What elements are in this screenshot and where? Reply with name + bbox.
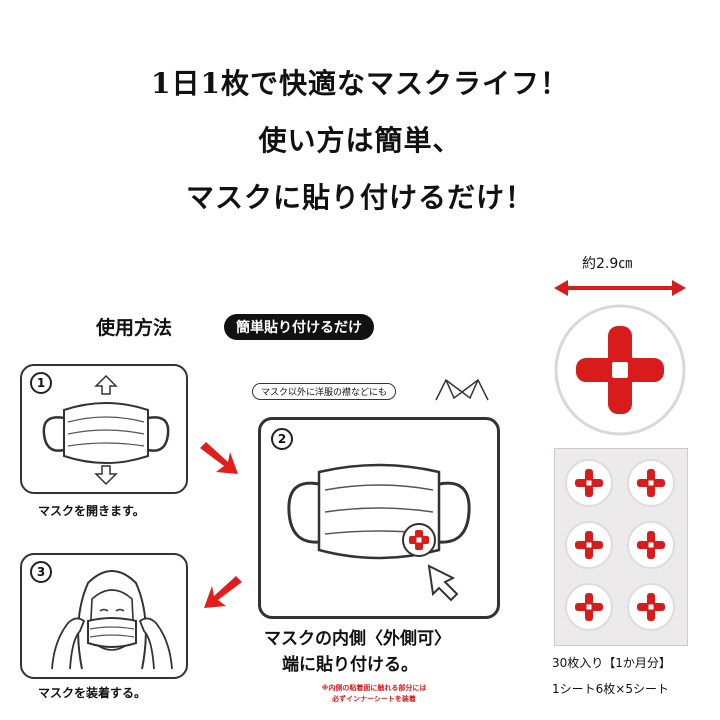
pack-info-line-2: 1シート6枚×5シート [552,682,669,696]
pack-info-line-1: 30枚入り【1か月分】 [552,656,671,670]
step-3-number: 3 [30,561,52,583]
cursor-icon [427,564,459,602]
next-step-arrow-icon [200,442,238,474]
product-sticker-large [554,304,686,436]
sheet-sticker [627,459,675,507]
size-arrow-icon [554,280,686,296]
headline-line-3: マスクに貼り付けるだけ！ [185,181,534,214]
mask-open-illustration [42,374,170,486]
up-arrow-icon [94,374,118,395]
sheet-sticker [565,583,613,631]
step-2-caption-line-2: 端に貼り付ける。 [282,655,418,675]
step-2-number: 2 [271,428,293,450]
sheet-sticker [565,459,613,507]
down-arrow-icon [94,465,118,486]
sheet-sticker [627,521,675,569]
step-2-warning-line-2: 必ずインナーシートを装着 [332,695,416,703]
step-3-caption: マスクを装着する。 [38,686,147,700]
mask-sticker-illustration [287,463,471,602]
headline-line-1: 1日1枚で快適なマスクライフ！ [151,67,569,100]
step-3-panel: 3 [20,553,188,679]
cross-icon [576,326,664,414]
step-2-caption-line-1: マスクの内側〈外側可〉 [264,629,451,649]
sticker-icon [402,523,436,557]
step-1-number: 1 [30,372,52,394]
wearing-mask-illustration [51,570,173,670]
step-1-caption: マスクを開きます。 [38,504,145,518]
sheet-sticker [627,583,675,631]
size-label: 約2.9㎝ [582,256,633,272]
sticker-sheet [554,448,688,646]
usage-badge: 簡単貼り付けるだけ [224,314,374,340]
step-2-panel: 2 [258,417,500,619]
step-1-panel: 1 [20,364,188,494]
headline-line-2: 使い方は簡単、 [258,124,462,157]
step-2-warning-line-1: ※内側の粘着面に触れる部分には [321,684,427,692]
sheet-sticker [565,521,613,569]
collar-icon [435,378,489,401]
usage-title: 使用方法 [96,317,173,339]
usage-note: マスク以外に洋服の襟などにも [252,383,397,400]
next-step-arrow-icon [204,576,242,608]
